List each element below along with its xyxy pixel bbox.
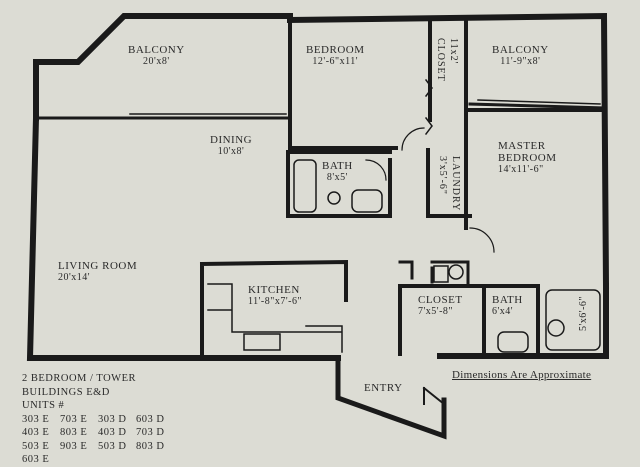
outer-wall-right-lower bbox=[437, 283, 609, 359]
sink-upper bbox=[351, 189, 383, 213]
closet-top-dim: 11x2' bbox=[448, 38, 459, 65]
entry-label: ENTRY bbox=[364, 382, 403, 394]
outer-wall bbox=[33, 12, 610, 290]
outer-wall-left bbox=[26, 114, 341, 361]
utility-box bbox=[398, 260, 470, 288]
washer bbox=[433, 265, 449, 283]
bathtub-upper bbox=[293, 159, 317, 213]
balcony-right-wall bbox=[468, 102, 606, 110]
closet-top-label: CLOSET bbox=[435, 38, 446, 82]
entry-wall bbox=[335, 355, 447, 440]
legend-line-2: BUILDINGS E&D bbox=[22, 386, 110, 398]
kitchen-wall bbox=[199, 259, 348, 356]
bedroom-wall bbox=[288, 16, 398, 150]
toilet-upper bbox=[327, 191, 341, 205]
legend-line-3: UNITS # bbox=[22, 400, 65, 411]
entry-door-frame bbox=[422, 386, 446, 406]
shower-dim: 5'x6'-6" bbox=[578, 296, 589, 332]
toilet-lower bbox=[547, 319, 565, 337]
stove bbox=[243, 333, 281, 351]
laundry-label: LAUNDRY bbox=[450, 156, 461, 212]
unit-legend: 2 BEDROOM / TOWER BUILDINGS E&D UNITS # … bbox=[22, 372, 174, 467]
laundry-dim: 3'x5'-6" bbox=[437, 156, 448, 196]
water-heater bbox=[448, 264, 464, 280]
shower bbox=[545, 289, 601, 351]
legend-line-1: 2 BEDROOM / TOWER bbox=[22, 373, 136, 384]
sink-lower bbox=[497, 331, 529, 353]
closet-lower-wall bbox=[398, 284, 540, 356]
kitchen-counter bbox=[207, 283, 343, 353]
balcony-right-door-line bbox=[477, 99, 601, 105]
bath-upper-door bbox=[365, 159, 387, 181]
closet-doors bbox=[424, 78, 433, 136]
master-wall bbox=[464, 108, 606, 230]
master-door bbox=[469, 227, 495, 253]
laundry-wall bbox=[426, 148, 472, 218]
approximate-note: Dimensions Are Approximate bbox=[452, 369, 592, 381]
laundry-door bbox=[401, 127, 425, 151]
bath-upper-wall bbox=[286, 150, 392, 218]
master-bedroom-label: MASTER BEDROOM 14'x11'-6" bbox=[498, 140, 557, 175]
